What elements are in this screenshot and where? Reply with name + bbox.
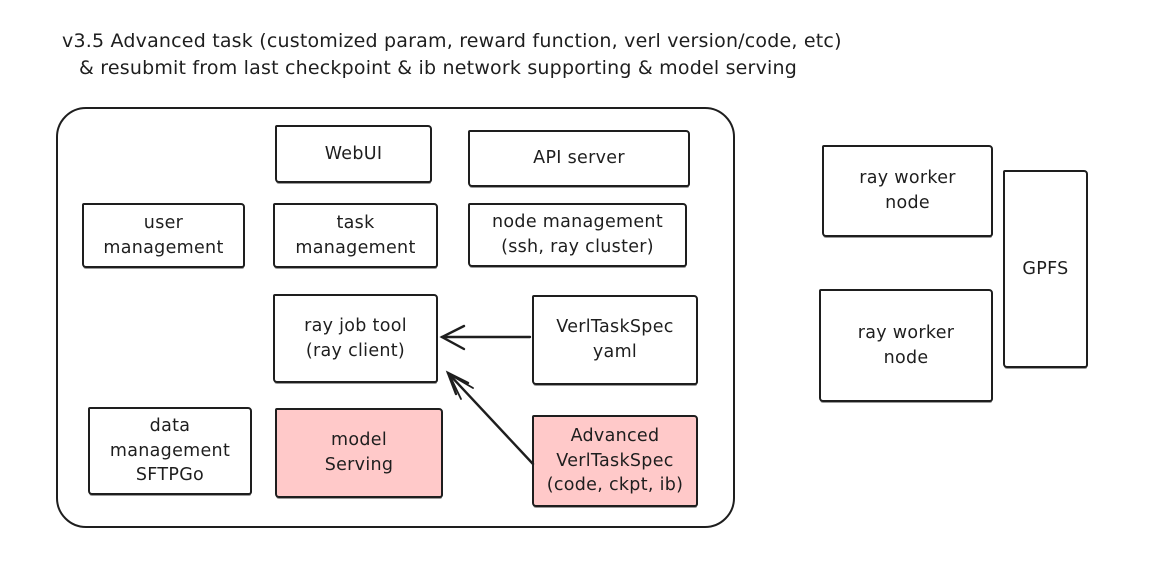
node-gpfs-label: GPFS: [1022, 258, 1069, 279]
node-model-serving-label: model Serving: [324, 430, 394, 475]
node-node-management: node management (ssh, ray cluster): [468, 203, 687, 267]
node-api-server: API server: [468, 130, 690, 187]
node-ray-worker-node-2-label: ray worker node: [857, 322, 955, 368]
node-ray-worker-node-1-label: ray worker node: [859, 168, 956, 213]
node-data-management-sftpgo: data management SFTPGo: [88, 407, 252, 495]
node-model-serving: model Serving: [275, 408, 443, 498]
node-node-management-label: node management (ssh, ray cluster): [492, 212, 663, 257]
node-webui: WebUI: [275, 125, 432, 183]
node-ray-worker-node-2: ray worker node: [819, 289, 993, 402]
node-api-server-label: API server: [533, 148, 625, 169]
node-data-management-sftpgo-label: data management SFTPGo: [109, 415, 231, 486]
node-task-management: task management: [273, 203, 438, 268]
node-task-management-label: task management: [295, 212, 416, 258]
platform-container-frame: [56, 107, 735, 528]
node-advanced-verltaskspec-label: Advanced VerlTaskSpec (code, ckpt, ib): [546, 425, 684, 496]
node-webui-label: WebUI: [324, 143, 383, 164]
node-ray-job-tool-label: ray job tool (ray client): [304, 315, 407, 361]
node-gpfs: GPFS: [1003, 170, 1088, 368]
node-verltaskspec-yaml-label: VerlTaskSpec yaml: [556, 317, 674, 362]
node-verltaskspec-yaml: VerlTaskSpec yaml: [532, 295, 698, 385]
diagram-title: v3.5 Advanced task (customized param, re…: [62, 28, 842, 82]
node-advanced-verltaskspec: Advanced VerlTaskSpec (code, ckpt, ib): [532, 415, 698, 507]
node-user-management: user management: [82, 203, 245, 268]
title-line-2: & resubmit from last checkpoint & ib net…: [79, 57, 797, 79]
title-line-1: v3.5 Advanced task (customized param, re…: [62, 30, 842, 52]
node-ray-worker-node-1: ray worker node: [822, 145, 993, 237]
node-ray-job-tool: ray job tool (ray client): [273, 294, 438, 383]
node-user-management-label: user management: [103, 212, 224, 258]
